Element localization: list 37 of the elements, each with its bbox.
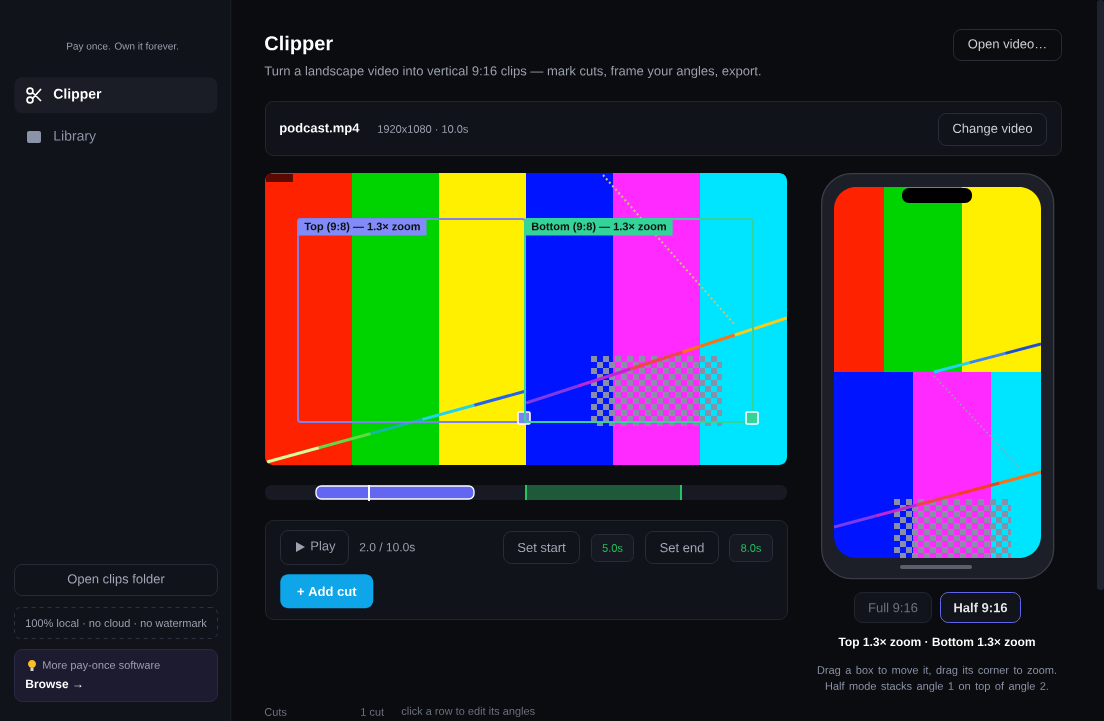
promo-card: [14, 649, 218, 702]
link: Browse →: [26, 679, 82, 689]
time-badge: 5.0s: [591, 534, 634, 562]
crop-box: [297, 218, 531, 425]
nav-label: Clipper: [53, 88, 102, 102]
play-button: Play: [280, 530, 349, 565]
crop-label: Top (9:8) — 1.3× zoom: [298, 219, 427, 236]
cut-count: 1 cut: [361, 708, 384, 716]
time-readout: 2.0 / 10.0s: [359, 542, 415, 552]
video-preview: [265, 173, 787, 465]
button: Set end: [645, 531, 719, 564]
button: Set start: [503, 531, 580, 564]
button: Open clips folder: [14, 564, 218, 596]
subtitle: Turn a landscape video into vertical 9:16 clips — mark cuts, frame your angles, export.: [264, 65, 761, 79]
info-note: 100% local · no cloud · no watermark: [14, 607, 218, 639]
mode-toggle: Full 9:16: [854, 592, 932, 623]
file-card: [265, 101, 1062, 156]
hint-text: click a row to edit its angles: [401, 706, 535, 718]
button: Change video: [938, 113, 1047, 146]
file-info: 1920x1080 · 10.0s: [378, 125, 468, 133]
mode-toggle: Half 9:16: [940, 592, 1021, 623]
time-badge: 8.0s: [729, 534, 773, 562]
nav-item: [27, 130, 96, 144]
promo-text: More pay-once software: [43, 660, 160, 672]
button: Open video…: [953, 29, 1062, 61]
add-cut-button: + Add cut: [280, 574, 374, 609]
nav-label: Library: [54, 130, 96, 144]
nav-item: [14, 77, 218, 114]
crop-box: [524, 218, 759, 425]
file-name: podcast.mp4: [280, 122, 360, 136]
page-title: Clipper: [265, 35, 333, 55]
zoom-summary: Top 1.3× zoom · Bottom 1.3× zoom: [838, 637, 1035, 649]
help-text: Drag a box to move it, drag its corner to zoom. Half mode stacks angle 1 on top of angle 2.: [817, 665, 1056, 693]
tagline: Pay once. Own it forever.: [67, 42, 178, 52]
section-label: Cuts: [264, 708, 287, 716]
phone-preview: [821, 173, 1055, 580]
crop-label: Bottom (9:8) — 1.3× zoom: [525, 219, 673, 236]
